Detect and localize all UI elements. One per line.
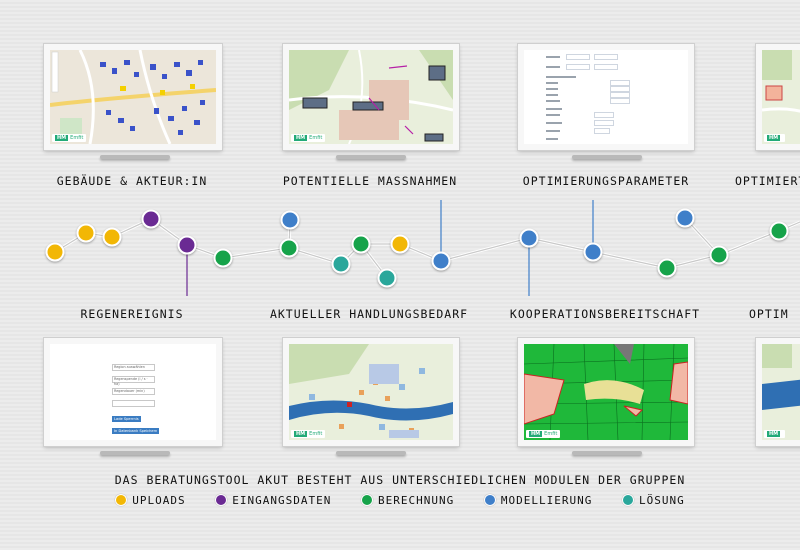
module-label-parameter: Optimierungsparameter — [522, 174, 690, 188]
module-label-optimiert: Optimierte — [735, 174, 800, 188]
module-label-optim: Optim — [749, 307, 789, 321]
legend-item-modellierung: Modellierung — [483, 494, 592, 507]
regendauer-input[interactable]: Regendauer (min) — [112, 388, 155, 395]
node-eingangsdaten — [141, 209, 161, 229]
legend-item-eingangsdaten: Eingangsdaten — [215, 494, 331, 507]
node-modellierung — [280, 210, 300, 230]
node-modellierung — [675, 208, 695, 228]
node-berechnung — [709, 245, 729, 265]
legend-item-berechnung: Berechnung — [360, 494, 454, 507]
node-uploads — [45, 242, 65, 262]
caption: Das Beratungstool AKUT besteht aus unter… — [114, 473, 686, 487]
module-label-handlungsbedarf: Aktueller Handlungsbedarf — [269, 307, 469, 321]
monitor-stand — [336, 155, 406, 159]
map-flood — [289, 344, 453, 440]
node-loesung — [377, 268, 397, 288]
node-loesung — [331, 254, 351, 274]
legend: Uploads Eingangsdaten Berechnung Modelli… — [0, 491, 800, 510]
extra-input[interactable] — [112, 400, 155, 407]
form-lines — [524, 50, 688, 144]
node-berechnung — [351, 234, 371, 254]
module-label-regenereignis: Regenereignis — [80, 307, 184, 321]
module-label-gebaeude: Gebäude & Akteur:in — [56, 174, 208, 188]
monitor-stand — [100, 155, 170, 159]
node-uploads — [102, 227, 122, 247]
screen-optim: HM — [756, 338, 800, 446]
node-modellierung — [519, 228, 539, 248]
legend-item-uploads: Uploads — [115, 494, 185, 507]
map-optim — [762, 344, 800, 440]
brand-logo: HM — [764, 430, 786, 438]
monitor-stand — [100, 451, 170, 455]
map-buildings — [50, 50, 216, 144]
node-berechnung — [279, 238, 299, 258]
node-uploads — [76, 223, 96, 243]
map-cooperation — [524, 344, 688, 440]
node-berechnung — [213, 248, 233, 268]
screen-optimiert: HM — [756, 44, 800, 150]
module-label-massnahmen: Potentielle Maßnahmen — [282, 174, 458, 188]
monitor-stand — [336, 451, 406, 455]
node-eingangsdaten — [177, 235, 197, 255]
legend-item-loesung: Lösung — [621, 494, 685, 507]
brand-logo: HM — [764, 134, 786, 142]
monitor-stand — [572, 451, 642, 455]
node-uploads — [390, 234, 410, 254]
map-optimized — [762, 50, 800, 144]
module-label-kooperation: Kooperationsbereitschaft — [509, 307, 701, 321]
save-db-button[interactable]: In Datenbank Speichern — [112, 428, 160, 434]
regenspende-input[interactable]: Regenspende (l / s · ha) — [112, 376, 155, 386]
monitor-stand — [572, 155, 642, 159]
screen-parameter — [518, 44, 694, 150]
map-measures — [289, 50, 453, 144]
node-berechnung — [769, 221, 789, 241]
load-button[interactable]: Lade Sperrnis — [112, 416, 141, 422]
node-modellierung — [583, 242, 603, 262]
screen-regenereignis: Region auswählen Regenspende (l / s · ha… — [44, 338, 222, 446]
region-select[interactable]: Region auswählen — [112, 364, 155, 371]
node-modellierung — [431, 251, 451, 271]
node-berechnung — [657, 258, 677, 278]
